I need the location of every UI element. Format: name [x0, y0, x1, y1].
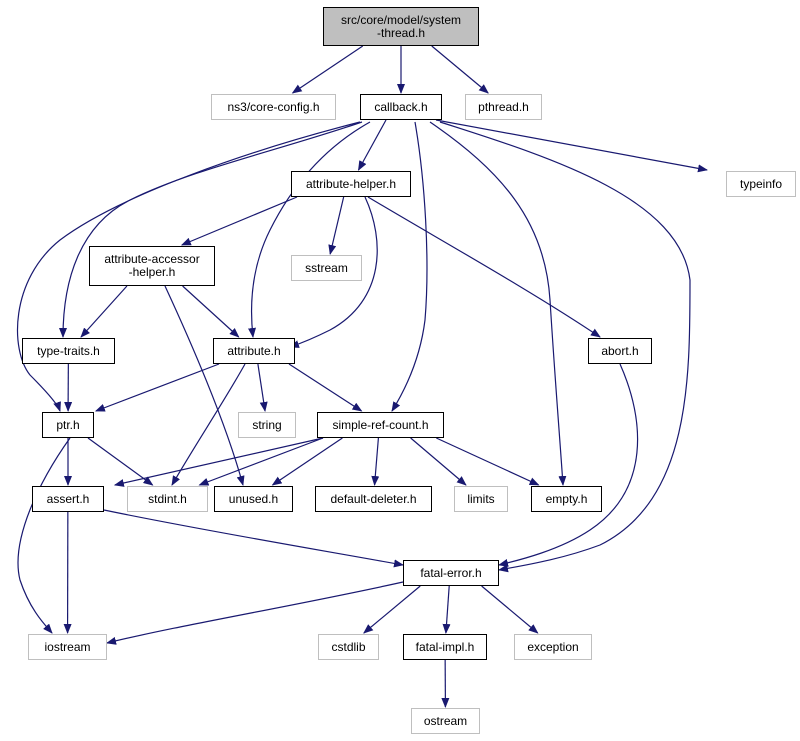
- edge-attribute-to-ptr: [94, 363, 220, 412]
- edge-ptr-to-iostream: [17, 437, 71, 634]
- edge-fatal-error-to-iostream: [106, 581, 404, 645]
- edge-callback-to-fatal-error: [439, 121, 691, 573]
- edge-simple-ref-count-to-limits: [410, 437, 467, 486]
- node-limits[interactable]: limits: [454, 486, 508, 512]
- node-callback-h[interactable]: callback.h: [360, 94, 442, 120]
- edge-fatal-error-to-cstdlib: [363, 585, 421, 634]
- node-simple-ref-count-h[interactable]: simple-ref-count.h: [317, 412, 444, 438]
- edge-attribute-helper-to-sstream: [328, 196, 345, 255]
- edge-attribute-to-string: [257, 363, 268, 412]
- node-abort-h[interactable]: abort.h: [588, 338, 652, 364]
- node-empty-h[interactable]: empty.h: [531, 486, 602, 512]
- node-sstream[interactable]: sstream: [291, 255, 362, 281]
- edge-abort-to-fatal-error: [498, 363, 639, 567]
- edge-assert-to-fatal-error: [103, 509, 404, 568]
- edge-attribute-accessor-helper-to-type-traits: [80, 285, 128, 338]
- edge-attribute-accessor-helper-to-attribute: [182, 285, 240, 338]
- edge-callback-to-attribute: [248, 121, 371, 338]
- node-core-config-h[interactable]: ns3/core-config.h: [211, 94, 336, 120]
- edge-attribute-helper-to-attribute: [289, 196, 378, 348]
- edge-attribute-to-stdint: [171, 363, 246, 486]
- node-fatal-error-h[interactable]: fatal-error.h: [403, 560, 499, 586]
- node-default-deleter-h[interactable]: default-deleter.h: [315, 486, 432, 512]
- node-cstdlib[interactable]: cstdlib: [318, 634, 379, 660]
- node-pthread-h[interactable]: pthread.h: [465, 94, 542, 120]
- node-unused-h[interactable]: unused.h: [214, 486, 293, 512]
- edge-simple-ref-count-to-default-deleter: [371, 437, 380, 486]
- node-ostream[interactable]: ostream: [411, 708, 480, 734]
- edge-callback-to-simple-ref-count: [391, 121, 428, 412]
- node-iostream[interactable]: iostream: [28, 634, 107, 660]
- node-string[interactable]: string: [238, 412, 296, 438]
- edge-system-thread-to-core-config: [291, 45, 364, 94]
- node-assert-h[interactable]: assert.h: [32, 486, 104, 512]
- node-ptr-h[interactable]: ptr.h: [42, 412, 94, 438]
- edge-system-thread-to-pthread: [431, 45, 489, 94]
- edge-callback-to-typeinfo: [435, 119, 708, 173]
- edge-fatal-error-to-fatal-impl: [442, 585, 451, 634]
- edge-fatal-error-to-exception: [481, 585, 539, 634]
- node-system-thread-h[interactable]: src/core/model/system -thread.h: [323, 7, 479, 46]
- edge-attribute-helper-to-attribute-accessor-helper: [180, 196, 298, 246]
- node-fatal-impl-h[interactable]: fatal-impl.h: [403, 634, 487, 660]
- edge-attribute-helper-to-abort: [367, 196, 601, 338]
- edge-simple-ref-count-to-assert: [113, 437, 324, 487]
- node-exception[interactable]: exception: [514, 634, 592, 660]
- edge-callback-to-type-traits: [59, 121, 363, 338]
- node-attribute-accessor-helper-h[interactable]: attribute-accessor -helper.h: [89, 246, 215, 286]
- edge-callback-to-ptr: [16, 121, 361, 412]
- edge-simple-ref-count-to-empty: [436, 437, 540, 486]
- edge-ptr-to-stdint: [87, 437, 154, 486]
- node-attribute-helper-h[interactable]: attribute-helper.h: [291, 171, 411, 197]
- edge-simple-ref-count-to-stdint: [198, 437, 324, 486]
- node-stdint-h[interactable]: stdint.h: [127, 486, 208, 512]
- edge-simple-ref-count-to-unused: [271, 437, 343, 486]
- node-typeinfo[interactable]: typeinfo: [726, 171, 796, 197]
- edge-attribute-to-simple-ref-count: [288, 363, 363, 412]
- node-attribute-h[interactable]: attribute.h: [213, 338, 295, 364]
- node-type-traits-h[interactable]: type-traits.h: [22, 338, 115, 364]
- edge-attribute-accessor-helper-to-unused: [164, 285, 245, 486]
- edge-callback-to-attribute-helper: [357, 119, 387, 171]
- edge-callback-to-empty: [429, 121, 567, 486]
